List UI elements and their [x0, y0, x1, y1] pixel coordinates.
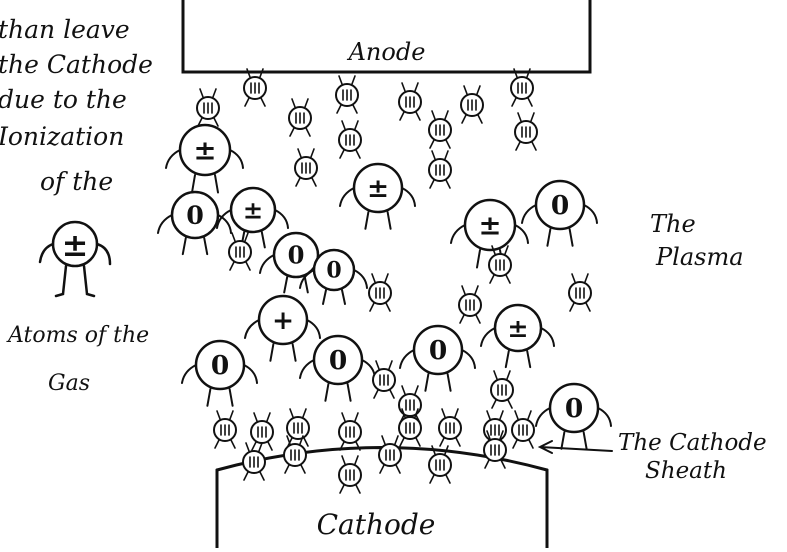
svg-text:+: +: [272, 305, 294, 336]
svg-text:0: 0: [329, 345, 347, 376]
svg-text:0: 0: [288, 240, 305, 269]
atom-legend-line-1: Atoms of the: [6, 323, 149, 348]
plasma-label-line-1: The: [650, 210, 696, 238]
small-particle: [197, 89, 219, 126]
svg-text:0: 0: [326, 258, 341, 284]
small-particle: [339, 121, 361, 158]
atom-legend-line-2: Gas: [48, 371, 90, 396]
caption-line-1: than leave: [0, 15, 130, 44]
small-particle: [439, 409, 461, 446]
atom-particle: ±: [217, 188, 288, 247]
small-particle: [287, 409, 309, 446]
electron-particle: 0: [158, 192, 231, 254]
svg-text:±: ±: [193, 135, 216, 167]
small-particle: [512, 411, 534, 448]
small-particle: [244, 69, 266, 106]
small-particle: [373, 361, 395, 398]
caption-line-3: due to the: [0, 85, 127, 114]
svg-text:±: ±: [243, 195, 263, 224]
small-particle: [243, 443, 265, 480]
anode-label: Anode: [347, 38, 426, 66]
svg-text:0: 0: [211, 350, 229, 381]
sheath-label-line-1: The Cathode: [618, 430, 767, 456]
svg-text:0: 0: [551, 190, 569, 221]
left-caption: than leave the Cathode due to the Ioniza…: [0, 15, 153, 196]
sheath-label-line-2: Sheath: [645, 458, 727, 484]
small-particle: [511, 69, 533, 106]
cathode-label: Cathode: [317, 508, 436, 541]
small-particle: [379, 436, 401, 473]
atom-particle: ±: [340, 164, 415, 229]
atom-particle: ±: [166, 125, 243, 193]
plasma-label-line-2: Plasma: [655, 243, 744, 271]
atom-particle: ±: [451, 200, 528, 268]
svg-text:0: 0: [186, 200, 204, 230]
electron-particle: 0: [400, 326, 475, 391]
small-particle: [229, 233, 251, 270]
small-particle: [515, 113, 537, 150]
atom-legend: ± Atoms of the Gas: [6, 222, 149, 396]
electron-particle: 0: [300, 336, 375, 401]
small-particle: [369, 274, 391, 311]
small-particle: [295, 149, 317, 186]
small-particle: [429, 151, 451, 188]
electron-particle: 0: [522, 181, 597, 246]
caption-line-2: the Cathode: [0, 50, 153, 79]
electron-particle: 0: [182, 341, 257, 406]
svg-text:0: 0: [565, 393, 583, 424]
small-particle: [491, 371, 513, 408]
small-particle: [461, 86, 483, 123]
svg-text:±: ±: [478, 210, 501, 242]
ion-particle: +: [245, 296, 320, 361]
small-particle: [459, 286, 481, 323]
electron-particle: 0: [536, 384, 611, 449]
small-particle: [569, 274, 591, 311]
small-particle: [284, 436, 306, 473]
svg-text:0: 0: [429, 335, 447, 366]
small-particle: [339, 456, 361, 493]
caption-line-5: of the: [40, 167, 113, 196]
caption-line-4: Ionization: [0, 122, 124, 151]
small-particle: [214, 411, 236, 448]
svg-text:±: ±: [367, 173, 389, 204]
atom-icon-symbol: ±: [62, 226, 89, 264]
svg-text:±: ±: [507, 313, 528, 343]
small-particle: [429, 111, 451, 148]
small-particle: [289, 99, 311, 136]
atom-particle: ±: [481, 305, 554, 367]
small-particle: [399, 83, 421, 120]
small-particle: [336, 76, 358, 113]
sheath-arrow: [540, 441, 612, 453]
small-particle: [339, 413, 361, 450]
